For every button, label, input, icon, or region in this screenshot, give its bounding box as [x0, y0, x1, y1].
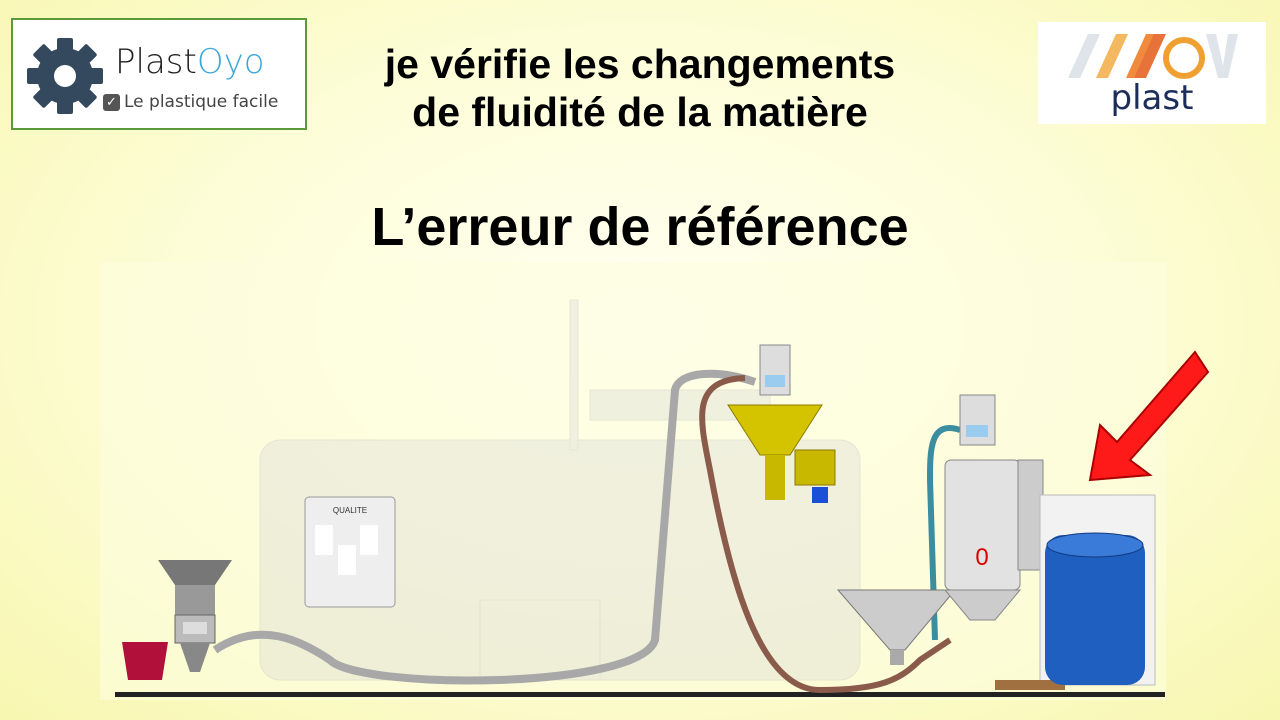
red-arrow-icon	[1088, 350, 1210, 482]
floor-line	[115, 692, 1165, 697]
funnel-hopper	[836, 589, 957, 665]
injection-machine	[259, 299, 861, 681]
grey-hose	[212, 369, 757, 685]
blue-hose	[926, 425, 961, 641]
awev-plast-logo: plast	[1038, 22, 1266, 124]
page-subtitle: L’erreur de référence	[371, 197, 909, 257]
quality-cabinet: QUALITE	[304, 496, 396, 608]
page-title: je vérifie les changements de fluidité d…	[300, 40, 980, 136]
yellow-hopper-feeder	[727, 344, 836, 503]
logo-name-a: Plast	[115, 42, 197, 82]
logo-plast-text: plast	[1110, 78, 1194, 118]
logo-name-b: Oyo	[196, 42, 265, 82]
title-line-1: je vérifie les changements	[384, 41, 896, 87]
plastoyo-logo: PlastOyo ✓Le plastique facile	[11, 18, 307, 130]
qualite-label: QUALITE	[333, 506, 367, 515]
checkbox-icon: ✓	[103, 93, 120, 111]
gear-icon	[27, 38, 103, 114]
granulator	[122, 560, 232, 680]
brown-hose	[699, 375, 952, 694]
dryer: 0	[943, 394, 1044, 621]
dryer-mark: 0	[975, 544, 988, 571]
title-line-2: de fluidité de la matière	[412, 89, 868, 135]
awev-mark-icon	[1068, 34, 1238, 79]
logo-tagline: Le plastique facile	[124, 92, 279, 112]
blue-barrel	[1045, 532, 1145, 685]
